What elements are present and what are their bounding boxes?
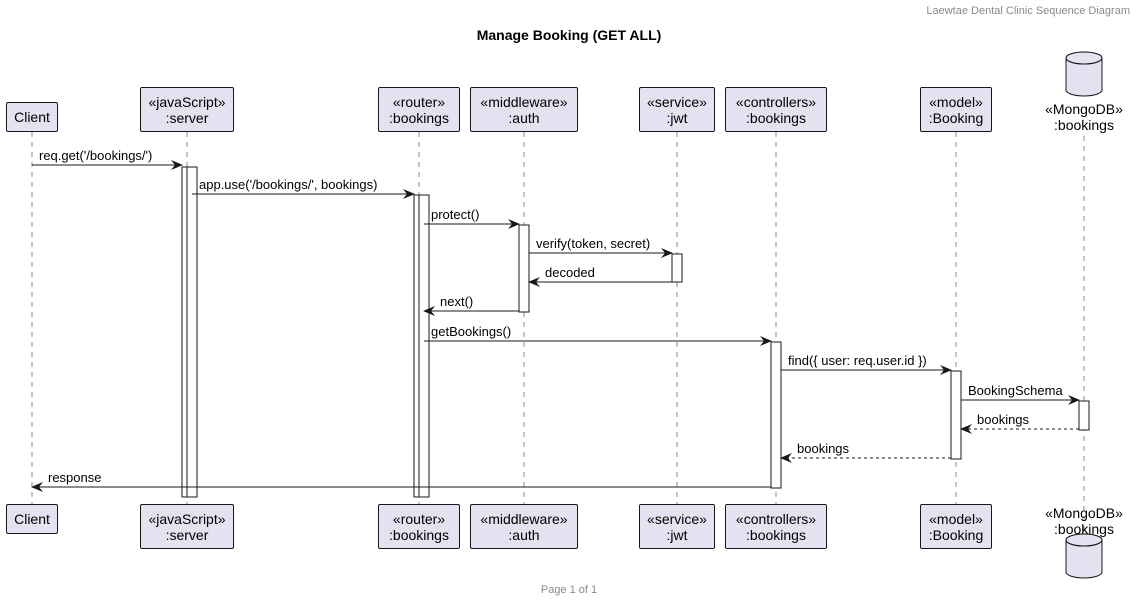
participant-name: :bookings [389,109,449,126]
participant-stereotype: «MongoDB» [1045,101,1123,117]
message-label: find({ user: req.user.id }) [788,353,927,368]
participant-stereotype: «controllers» [735,510,817,527]
activation-bar [518,224,530,313]
participant-name: :Booking [928,109,984,126]
participant-stereotype: «controllers» [735,93,817,110]
participant-name: :bookings [1054,521,1114,537]
participant-jwt-top: «service»:jwt [639,87,715,132]
message-label: verify(token, secret) [536,236,651,251]
activation-bar [418,194,430,498]
participant-name: :bookings [746,526,806,543]
message-label: bookings [797,441,850,456]
activation-bar [950,370,962,460]
participant-stereotype: «router» [392,510,446,527]
participant-name: :auth [508,526,540,543]
message-label: req.get('/bookings/') [39,148,153,163]
participant-client-bottom: Client [6,504,58,534]
participant-stereotype: «MongoDB» [1045,505,1123,521]
participant-server-top: «javaScript»:server [140,87,234,132]
participant-db-top: «MongoDB»:bookings [1024,101,1138,133]
message-label: BookingSchema [968,383,1063,398]
participant-stereotype: «javaScript» [148,510,226,527]
participant-name: :bookings [746,109,806,126]
message-label: getBookings() [431,324,512,339]
activation-bar [186,166,198,498]
participant-stereotype: «service» [647,510,707,527]
participant-model-top: «model»:Booking [920,87,992,132]
message-label: bookings [977,412,1030,427]
participant-name: :bookings [389,526,449,543]
participant-name: :Booking [928,526,984,543]
participant-db-bottom: «MongoDB»:bookings [1024,505,1138,537]
participant-stereotype: «middleware» [480,510,568,527]
message-label: decoded [545,265,595,280]
activation-bar [770,341,782,489]
database-icon-rim [1065,539,1103,547]
participant-name: :jwt [666,109,688,126]
participant-controller-top: «controllers»:bookings [725,87,827,132]
participant-server-bottom: «javaScript»:server [140,504,234,549]
participant-name: :jwt [666,526,688,543]
participant-name: :auth [508,109,540,126]
participant-jwt-bottom: «service»:jwt [639,504,715,549]
participant-stereotype: «javaScript» [148,93,226,110]
participant-stereotype: «middleware» [480,93,568,110]
participant-stereotype: «model» [929,93,983,110]
participant-stereotype: «model» [929,510,983,527]
message-label: next() [440,294,474,309]
participant-stereotype: «router» [392,93,446,110]
participant-client-top: Client [6,102,58,132]
participant-router-bottom: «router»:bookings [378,504,460,549]
message-label: app.use('/bookings/', bookings) [199,177,378,192]
diagram-caption: Laewtae Dental Clinic Sequence Diagram [926,5,1130,17]
message-label: protect() [431,207,480,222]
participant-name: :bookings [1054,117,1114,133]
page-footer: Page 1 of 1 [540,584,598,596]
message-label: response [48,470,102,485]
participant-auth-bottom: «middleware»:auth [470,504,578,549]
participant-name: Client [14,511,50,527]
participant-controller-bottom: «controllers»:bookings [725,504,827,549]
participant-router-top: «router»:bookings [378,87,460,132]
diagram-title: Manage Booking (GET ALL) [476,27,662,43]
activation-bar [1078,400,1090,431]
participant-auth-top: «middleware»:auth [470,87,578,132]
participant-name: :server [165,526,209,543]
database-icon-rim [1065,57,1103,65]
participant-model-bottom: «model»:Booking [920,504,992,549]
participant-name: :server [165,109,209,126]
activation-bar [671,253,683,283]
participant-stereotype: «service» [647,93,707,110]
participant-name: Client [14,109,50,125]
